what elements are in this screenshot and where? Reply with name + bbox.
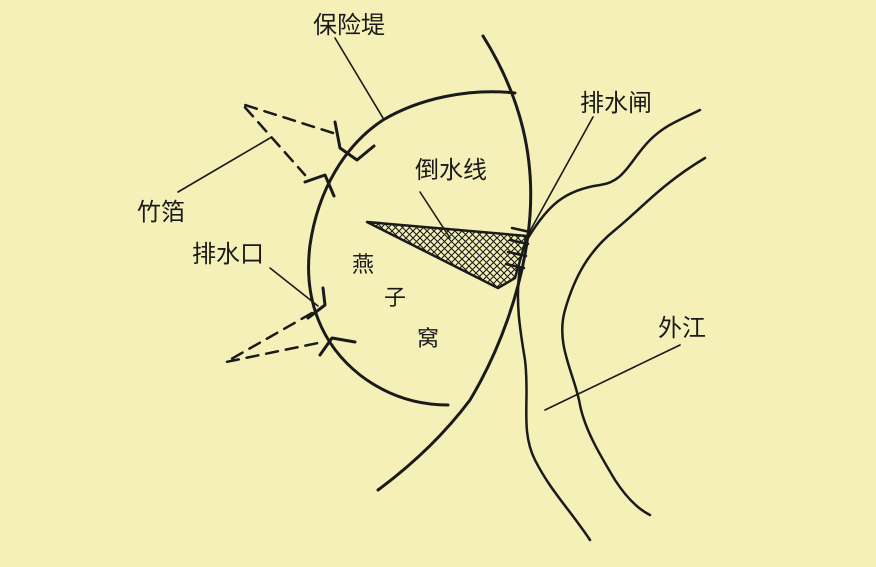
outer-river-inner-line [516, 266, 592, 542]
reverse-water-net-label: 倒水线 [415, 156, 487, 184]
bamboo-trap-leader [177, 137, 271, 193]
reverse-water-net [365, 220, 529, 290]
upper-trap-bracket-bottom [303, 173, 336, 198]
upper-bamboo-trap-dashes [240, 102, 335, 177]
lower-outlet-bracket-bottom [318, 336, 357, 357]
enclosure-label-1: 燕 [352, 253, 374, 278]
embankment-leader [334, 37, 384, 119]
bamboo-trap-label: 竹箔 [137, 198, 185, 226]
outer-river-leader [544, 344, 681, 411]
embankment-line [307, 90, 517, 407]
outer-river-label: 外江 [658, 314, 706, 342]
enclosure-label-2: 子 [384, 286, 406, 311]
embankment-label: 保险堤 [313, 11, 385, 39]
sluice-gate-label: 排水闸 [580, 89, 652, 117]
drain-outlet-leader [269, 267, 319, 307]
outer-river-right-line [561, 156, 707, 517]
sluice-gate-leader [524, 116, 594, 241]
upper-trap-bracket-top [333, 120, 376, 162]
reverse-water-leader [419, 191, 451, 239]
enclosure-label-3: 窝 [417, 327, 439, 352]
lower-outlet-bracket-top [306, 286, 327, 320]
drain-outlet-label: 排水口 [192, 240, 264, 268]
outer-river-upper-line [526, 108, 702, 240]
lower-drain-outlet-dashes [224, 311, 320, 364]
river-bank-line [376, 34, 533, 492]
sluice-gate-marks [504, 226, 532, 270]
